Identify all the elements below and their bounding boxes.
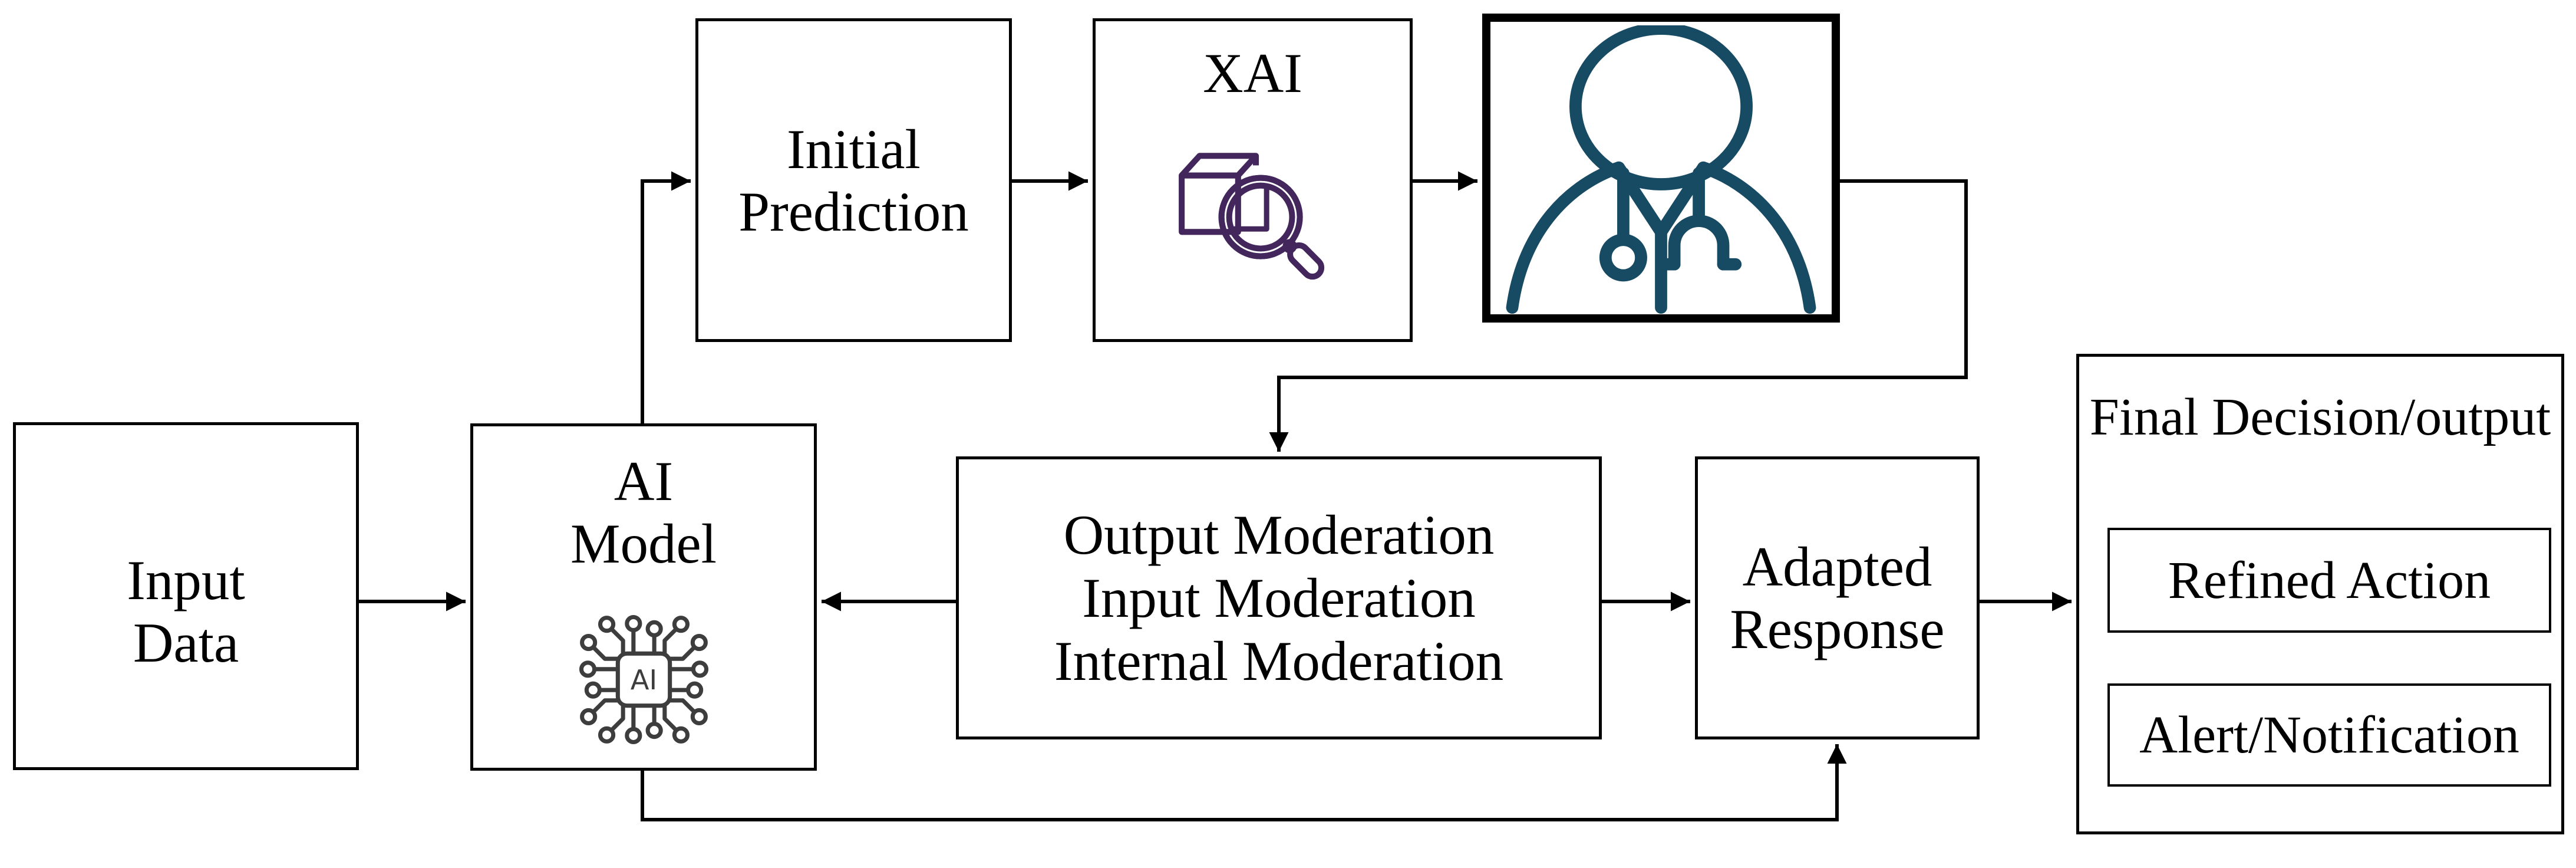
initial-prediction-label: Initial Prediction <box>738 118 968 243</box>
ai-model-label: AI Model <box>570 450 717 575</box>
input-data-line2: Data <box>133 611 239 674</box>
adapted-response-line1: Adapted <box>1742 535 1932 598</box>
xai-box: XAI <box>1093 18 1413 342</box>
ai-chip-icon: AI <box>579 614 708 745</box>
refined-action-box: Refined Action <box>2107 528 2551 633</box>
alert-notification-label: Alert/Notification <box>2139 706 2519 764</box>
xai-label: XAI <box>1203 42 1302 104</box>
moderation-box: Output Moderation Input Moderation Inter… <box>956 456 1602 739</box>
clinician-box <box>1482 14 1840 323</box>
input-data-line1: Input <box>127 549 245 611</box>
final-decision-title: Final Decision/output <box>2089 388 2551 446</box>
initial-prediction-line2: Prediction <box>738 180 969 243</box>
adapted-response-box: Adapted Response <box>1695 456 1980 739</box>
refined-action-label: Refined Action <box>2168 551 2491 610</box>
final-decision-box: Final Decision/output Refined Action Ale… <box>2076 354 2564 834</box>
arrow-ai-model-feedback-to-adapted-response <box>641 744 1847 821</box>
ai-chip-label: AI <box>630 664 657 696</box>
initial-prediction-box: Initial Prediction <box>695 18 1012 342</box>
ai-model-box: AI Model AI <box>470 423 817 771</box>
adapted-response-label: Adapted Response <box>1730 535 1944 660</box>
alert-notification-box: Alert/Notification <box>2107 683 2551 787</box>
input-data-label: Input Data <box>127 549 245 674</box>
doctor-icon <box>1506 25 1816 314</box>
xai-cube-magnifier-icon <box>1178 153 1324 280</box>
arrow-ai-model-to-initial-prediction <box>641 171 691 423</box>
ai-model-line1: AI <box>614 450 674 512</box>
input-data-box: Input Data <box>13 422 359 770</box>
ai-model-line2: Model <box>570 512 717 575</box>
adapted-response-line2: Response <box>1730 598 1945 660</box>
moderation-line3: Internal Moderation <box>1054 629 1504 692</box>
moderation-line2: Input Moderation <box>1082 566 1476 629</box>
initial-prediction-line1: Initial <box>787 117 921 180</box>
moderation-label: Output Moderation Input Moderation Inter… <box>1054 504 1503 693</box>
moderation-line1: Output Moderation <box>1063 503 1495 566</box>
